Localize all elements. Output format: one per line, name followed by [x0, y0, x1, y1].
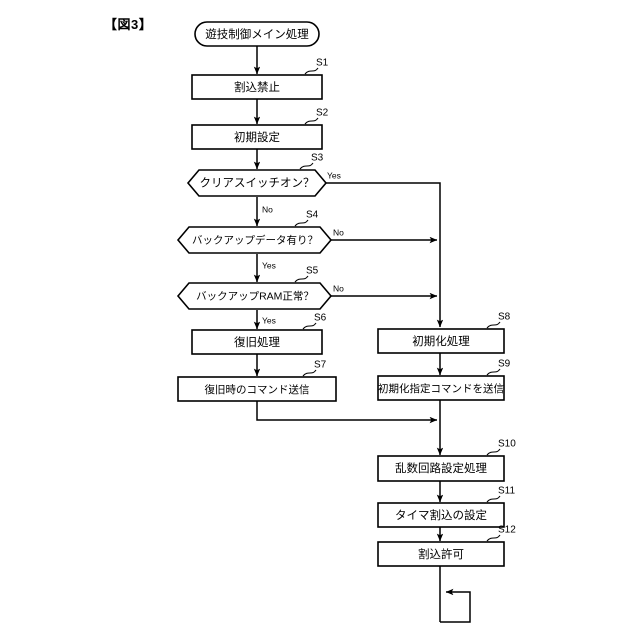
step-label-s10: S10 — [498, 439, 516, 450]
node-s7-label: 復旧時のコマンド送信 — [205, 383, 310, 396]
leader-s11 — [486, 495, 501, 503]
node-s11: タイマ割込の設定 — [377, 502, 505, 528]
node-s5-label: バックアップRAM正常？ — [196, 289, 314, 302]
node-s10-label: 乱数回路設定処理 — [395, 461, 487, 475]
branch-label-s5-yes: Yes — [262, 315, 276, 325]
node-s6-label: 復旧処理 — [234, 335, 280, 349]
branch-label-s3-yes: Yes — [327, 170, 341, 180]
step-label-s9: S9 — [498, 359, 511, 370]
leader-s6 — [302, 322, 317, 330]
step-label-s7: S7 — [314, 360, 327, 371]
node-s3-label: クリアスイッチオン？ — [200, 177, 315, 190]
step-label-s3: S3 — [311, 153, 324, 164]
node-s4: バックアップデータ有り？ — [176, 226, 333, 254]
step-label-s2: S2 — [316, 108, 329, 119]
node-s10: 乱数回路設定処理 — [377, 455, 505, 482]
leader-s12 — [486, 534, 501, 542]
branch-label-s4-no: No — [333, 227, 344, 237]
node-s12-label: 割込許可 — [418, 547, 464, 561]
connector-loop-back — [440, 588, 471, 623]
leader-s8 — [486, 321, 501, 329]
branch-label-s4-yes: Yes — [262, 260, 276, 270]
node-s2-label: 初期設定 — [234, 130, 280, 144]
step-label-s5: S5 — [306, 266, 319, 277]
node-s8-label: 初期化処理 — [412, 334, 470, 348]
figure-number-label: 【図3】 — [104, 17, 153, 32]
node-s6: 復旧処理 — [191, 329, 323, 355]
step-label-s4: S4 — [306, 210, 319, 221]
leader-s2 — [304, 117, 319, 125]
leader-s9 — [486, 368, 501, 376]
node-s3: クリアスイッチオン？ — [186, 169, 328, 197]
branch-label-s3-no: No — [262, 204, 273, 214]
node-s8: 初期化処理 — [377, 328, 505, 354]
leader-s7 — [302, 369, 317, 377]
node-s9-label: 初期化指定コマンドを送信 — [378, 382, 504, 395]
branch-label-s5-no: No — [333, 283, 344, 293]
leader-s10 — [486, 448, 501, 456]
step-label-s11: S11 — [498, 486, 515, 497]
node-s2: 初期設定 — [191, 124, 323, 150]
node-s5: バックアップRAM正常？ — [176, 282, 333, 310]
step-label-s12: S12 — [498, 525, 516, 536]
step-label-s1: S1 — [316, 58, 329, 69]
leader-s4 — [294, 219, 309, 227]
node-s7: 復旧時のコマンド送信 — [177, 376, 337, 402]
node-s9: 初期化指定コマンドを送信 — [377, 375, 505, 401]
node-s1: 割込禁止 — [191, 74, 323, 100]
leader-s3 — [299, 162, 314, 170]
step-label-s6: S6 — [314, 313, 327, 324]
node-s4-label: バックアップデータ有り？ — [192, 233, 318, 246]
node-s12: 割込許可 — [377, 541, 505, 567]
connector-s3-yes-to-rail — [325, 182, 444, 328]
step-label-s8: S8 — [498, 312, 511, 323]
node-s11-label: タイマ割込の設定 — [395, 508, 487, 522]
node-s1-label: 割込禁止 — [234, 80, 280, 94]
node-start: 遊技制御メイン処理 — [194, 21, 320, 47]
leader-s5 — [294, 275, 309, 283]
leader-s1 — [304, 67, 319, 75]
connector-s7-to-rail — [256, 401, 438, 424]
node-start-label: 遊技制御メイン処理 — [205, 27, 309, 41]
